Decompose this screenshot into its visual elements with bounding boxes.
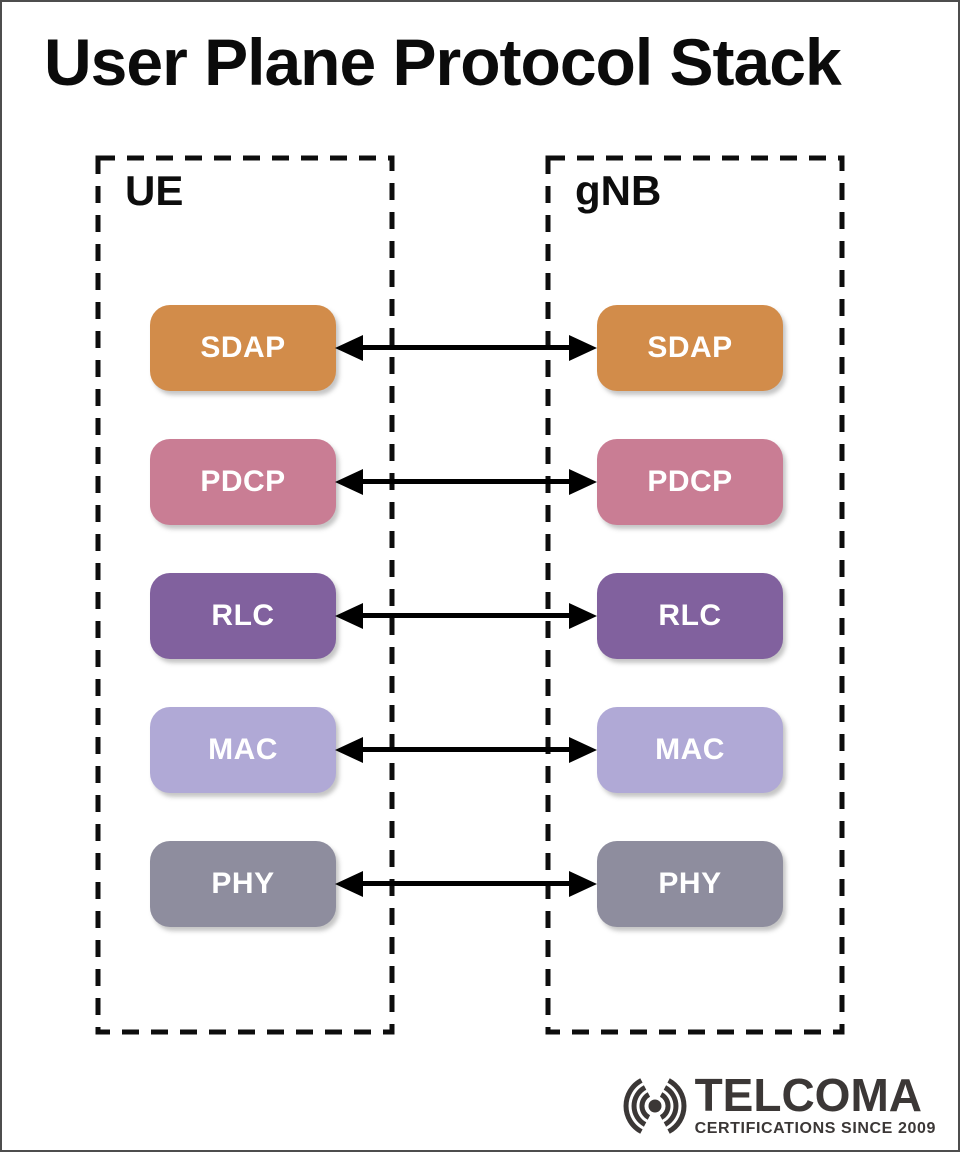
arrow-rlc xyxy=(335,603,597,629)
arrow-phy xyxy=(335,871,597,897)
ue-layer-sdap: SDAP xyxy=(150,305,336,391)
layer-label: SDAP xyxy=(200,331,286,364)
ue-layer-mac: MAC xyxy=(150,707,336,793)
gnb-label: gNB xyxy=(575,167,662,214)
layer-label: MAC xyxy=(208,733,278,766)
gnb-layer-pdcp: PDCP xyxy=(597,439,783,525)
ue-layer-rlc: RLC xyxy=(150,573,336,659)
ue-dashed-border xyxy=(95,155,395,1035)
arrow-pdcp xyxy=(335,469,597,495)
logo-tagline: CERTIFICATIONS SINCE 2009 xyxy=(694,1120,936,1137)
ue-group: UE xyxy=(95,155,395,1035)
telcoma-logo: TELCOMA CERTIFICATIONS SINCE 2009 xyxy=(619,1069,936,1138)
logo-text: TELCOMA CERTIFICATIONS SINCE 2009 xyxy=(694,1069,936,1138)
ue-label: UE xyxy=(125,167,184,214)
gnb-layer-sdap: SDAP xyxy=(597,305,783,391)
layer-label: RLC xyxy=(658,599,722,632)
arrow-sdap xyxy=(335,335,597,361)
layer-label: SDAP xyxy=(647,331,733,364)
arrow-line xyxy=(355,479,577,484)
page-title: User Plane Protocol Stack xyxy=(44,25,842,99)
antenna-signal-icon xyxy=(623,1078,687,1134)
arrow-line xyxy=(355,345,577,350)
ue-layer-pdcp: PDCP xyxy=(150,439,336,525)
logo-brand: TELCOMA xyxy=(694,1069,922,1122)
ue-layer-phy: PHY xyxy=(150,841,336,927)
layer-label: PHY xyxy=(211,867,275,900)
layer-label: MAC xyxy=(655,733,725,766)
gnb-layer-phy: PHY xyxy=(597,841,783,927)
arrow-mac xyxy=(335,737,597,763)
gnb-dashed-border xyxy=(545,155,845,1035)
arrow-line xyxy=(355,747,577,752)
layer-label: PHY xyxy=(658,867,722,900)
layer-label: PDCP xyxy=(200,465,286,498)
gnb-layer-mac: MAC xyxy=(597,707,783,793)
arrow-line xyxy=(355,613,577,618)
layer-label: RLC xyxy=(211,599,275,632)
layer-label: PDCP xyxy=(647,465,733,498)
gnb-group: gNB xyxy=(545,155,845,1035)
gnb-layer-rlc: RLC xyxy=(597,573,783,659)
arrow-line xyxy=(355,881,577,886)
